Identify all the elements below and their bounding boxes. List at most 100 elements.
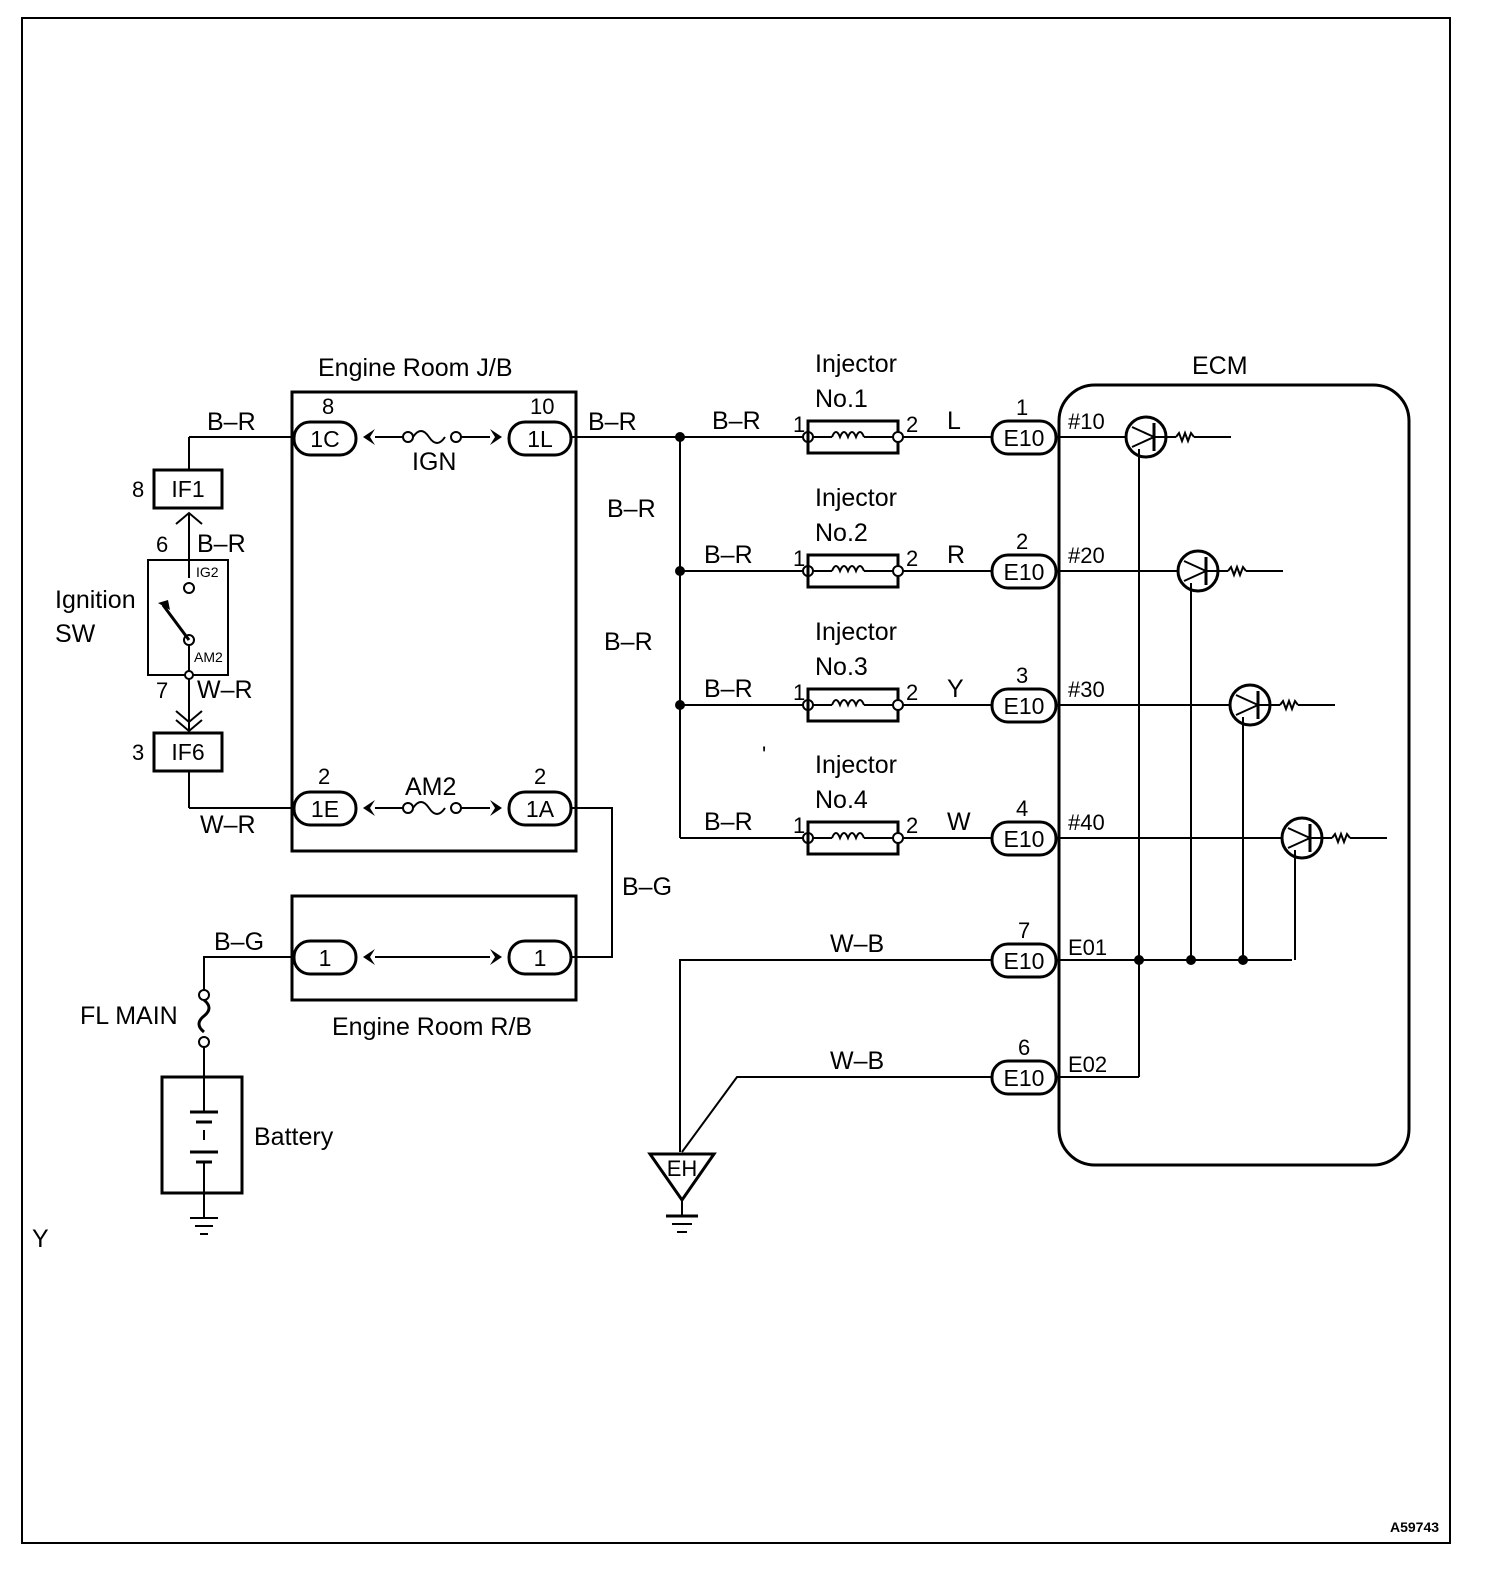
wire-color-label: W–B <box>830 930 884 958</box>
ecm-connector-label: E10 <box>1004 826 1045 852</box>
injector-bus: B–R B–R B–R <box>571 408 685 838</box>
rb-box <box>290 894 578 1002</box>
rb-connector-right <box>507 939 573 976</box>
rb-connector-left <box>292 939 358 976</box>
switch-ig2-label: IG2 <box>196 564 219 580</box>
connector-if6-pin: 3 <box>132 740 144 765</box>
battery-label: Battery <box>254 1123 334 1151</box>
battery-circuit: B–G FL MAIN Battery <box>80 928 334 1235</box>
fuse-am2 <box>412 801 446 815</box>
injector-pin-out: 2 <box>906 412 918 437</box>
injector-pin-out: 2 <box>906 546 918 571</box>
wire-color-label: W–R <box>200 811 256 839</box>
injector-name: Injector <box>815 751 897 779</box>
injector-number: No.2 <box>815 519 868 547</box>
ecm-connector-pin: 6 <box>1018 1035 1030 1060</box>
jb-connector-1l <box>507 420 573 457</box>
jb-connector-1e-pin: 2 <box>318 764 330 789</box>
ecm-connector-label: E10 <box>1004 559 1045 585</box>
injector-pin-in: 1 <box>793 813 805 838</box>
wire-color-label: L <box>947 407 961 435</box>
ecm-connector-pin: 4 <box>1016 796 1028 821</box>
jb-connector-1c-label: 1C <box>310 426 339 452</box>
wire-color-label: B–R <box>607 495 656 523</box>
injector-number: No.3 <box>815 653 868 681</box>
injector-coil <box>831 431 865 440</box>
tick-mark: ' <box>762 742 766 767</box>
injector-name: Injector <box>815 484 897 512</box>
connector-if1-label: IF1 <box>171 476 204 502</box>
connector-if1-pin: 8 <box>132 477 144 502</box>
fuse-ign <box>412 430 446 444</box>
ecm-terminal-label: #40 <box>1068 810 1105 835</box>
ecm-terminal-label: #30 <box>1068 677 1105 702</box>
jb-connector-1a-pin: 2 <box>534 764 546 789</box>
corner-mark: Y <box>32 1225 49 1253</box>
wire-color-label: B–R <box>197 530 246 558</box>
wire-color-label: B–R <box>704 541 753 569</box>
wire-color-label: B–G <box>214 928 264 956</box>
figure-code: A59743 <box>1390 1519 1439 1535</box>
wire-color-label: W–R <box>197 676 253 704</box>
ecm-terminal-label: E02 <box>1068 1052 1107 1077</box>
fl-main-label: FL MAIN <box>80 1002 178 1030</box>
engine-room-jb: Engine Room J/B 1C 8 IGN 1L 10 1E 2 AM2 … <box>290 354 578 853</box>
switch-pin-6: 6 <box>156 532 168 557</box>
ecm-connector-pin: 2 <box>1016 529 1028 554</box>
ground-eh: EH <box>647 959 992 1233</box>
ecm-connector-label: E10 <box>1004 948 1045 974</box>
injector-pin-in: 1 <box>793 680 805 705</box>
fuse-ign-label: IGN <box>412 448 456 476</box>
wire-color-label: B–R <box>604 628 653 656</box>
jb-connector-1l-pin: 10 <box>530 394 554 419</box>
ignition-switch-label: SW <box>55 620 96 648</box>
rb-connector-left-label: 1 <box>319 945 332 971</box>
page-frame <box>21 17 1451 1544</box>
jb-connector-1c <box>292 420 358 457</box>
battery-box <box>160 1075 244 1195</box>
ecm-connector-pin: 7 <box>1018 918 1030 943</box>
injector-number: No.4 <box>815 786 868 814</box>
fuse-am2-label: AM2 <box>405 773 456 801</box>
jb-box <box>290 390 578 853</box>
injector-pin-out: 2 <box>906 680 918 705</box>
wire-color-label: B–R <box>704 675 753 703</box>
ecm-connector-label: E10 <box>1004 693 1045 719</box>
ecm-terminal-label: #20 <box>1068 543 1105 568</box>
ecm-box <box>1057 383 1411 1167</box>
jb-connector-1l-label: 1L <box>527 426 553 452</box>
injector-coil <box>831 699 865 708</box>
injector-pin-in: 1 <box>793 546 805 571</box>
rb-title: Engine Room R/B <box>332 1013 532 1041</box>
wire-color-label: R <box>947 541 965 569</box>
wire-color-label: B–G <box>622 873 672 901</box>
engine-room-rb: 1 1 Engine Room R/B <box>290 894 578 1041</box>
jb-connector-1e-label: 1E <box>311 796 339 822</box>
injector-name: Injector <box>815 618 897 646</box>
injector-coil <box>831 832 865 841</box>
wire-color-label: B–R <box>207 408 256 436</box>
connector-if6-label: IF6 <box>171 739 204 765</box>
ecm-title: ECM <box>1192 352 1248 380</box>
switch-pin-7: 7 <box>156 678 168 703</box>
fusible-link-fl-main <box>197 998 211 1034</box>
injector-coil <box>831 565 865 574</box>
wire-color-label: B–R <box>704 808 753 836</box>
ignition-switch-group: B–R IF1 8 6 B–R IG2 AM2 7 W–R IF6 3 W–R … <box>55 408 292 839</box>
wire-color-label: B–R <box>588 408 637 436</box>
ecm-connector-label: E10 <box>1004 425 1045 451</box>
ignition-switch-label: Ignition <box>55 586 136 614</box>
switch-am2-label: AM2 <box>194 649 223 665</box>
injector-pin-in: 1 <box>793 412 805 437</box>
ecm-internal <box>1056 415 1387 1078</box>
wire-color-label: W–B <box>830 1047 884 1075</box>
connector-if1 <box>152 468 224 510</box>
jb-connector-1c-pin: 8 <box>322 394 334 419</box>
switch-lever <box>161 604 191 641</box>
